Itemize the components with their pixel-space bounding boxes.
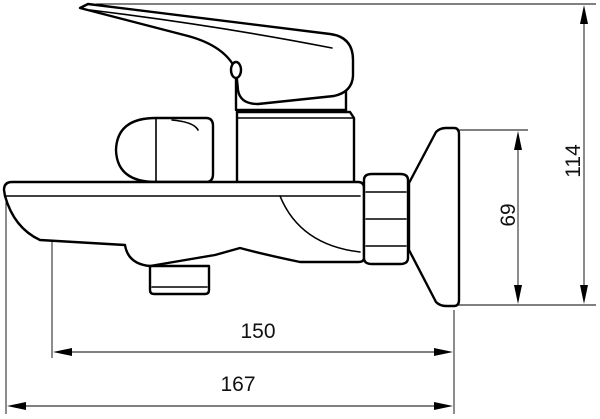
dimension-150-label: 150: [240, 320, 275, 343]
dimension-150: 150: [53, 320, 453, 356]
spout: [2, 180, 366, 268]
diverter-knob-highlight: [171, 119, 199, 131]
wall-flange: [407, 126, 461, 308]
dimension-69-arrow-top: [514, 131, 522, 150]
aerator-outlet: [148, 264, 211, 296]
dimension-114: 114: [562, 5, 588, 304]
dimension-69: 69: [497, 131, 522, 304]
lever-pivot: [229, 60, 243, 80]
dimension-150-arrow-right: [434, 348, 453, 356]
dimension-69-label: 69: [497, 203, 520, 226]
dimension-167-arrow-left: [7, 402, 26, 410]
dimension-167-arrow-right: [434, 402, 453, 410]
extension-lines: [5, 3, 596, 414]
lever-handle-bevel: [89, 9, 333, 49]
dimension-167: 167: [7, 373, 453, 410]
diverter-knob: [114, 116, 215, 184]
dimension-69-arrow-bottom: [514, 285, 522, 304]
dimension-114-label: 114: [562, 144, 585, 178]
mixer-body: [235, 110, 356, 185]
dimension-150-arrow-left: [53, 348, 72, 356]
dimension-114-arrow-bottom: [580, 285, 588, 304]
dimension-167-label: 167: [220, 373, 255, 396]
lever-handle: [78, 2, 355, 106]
dimension-114-arrow-top: [580, 5, 588, 24]
spout-body-contour: [279, 195, 361, 253]
